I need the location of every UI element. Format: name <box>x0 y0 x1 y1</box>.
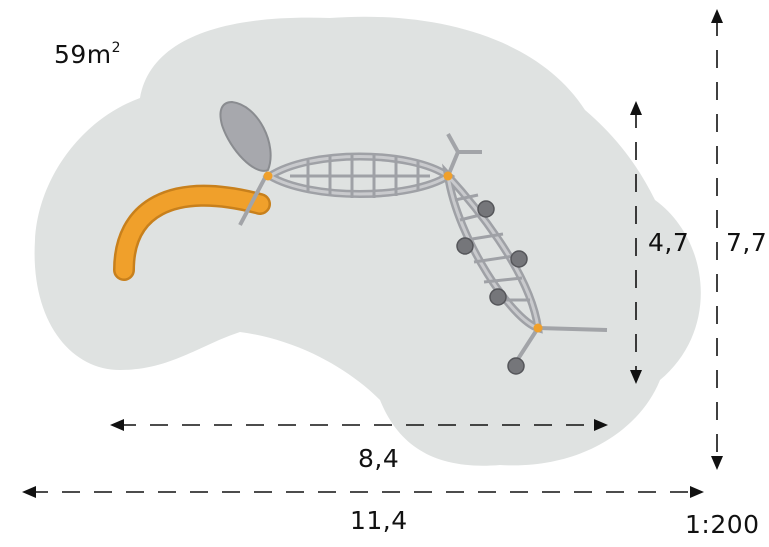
leaf-panel <box>219 100 272 172</box>
ground-anchor <box>507 357 525 375</box>
area-label: 59m2 <box>54 39 122 69</box>
scale-label: 1:200 <box>685 510 760 539</box>
outer-width-label: 11,4 <box>350 506 408 535</box>
dimension-lines <box>30 18 718 493</box>
safety-zone-area <box>34 16 701 466</box>
dimension-arrowheads <box>22 9 723 498</box>
post-branch-bottom <box>514 326 608 364</box>
climbing-holds <box>456 200 528 306</box>
connector-points <box>263 171 543 333</box>
inner-height-label: 4,7 <box>648 228 690 257</box>
outer-height-label: 7,7 <box>726 228 768 257</box>
inner-width-label: 8,4 <box>358 444 400 473</box>
